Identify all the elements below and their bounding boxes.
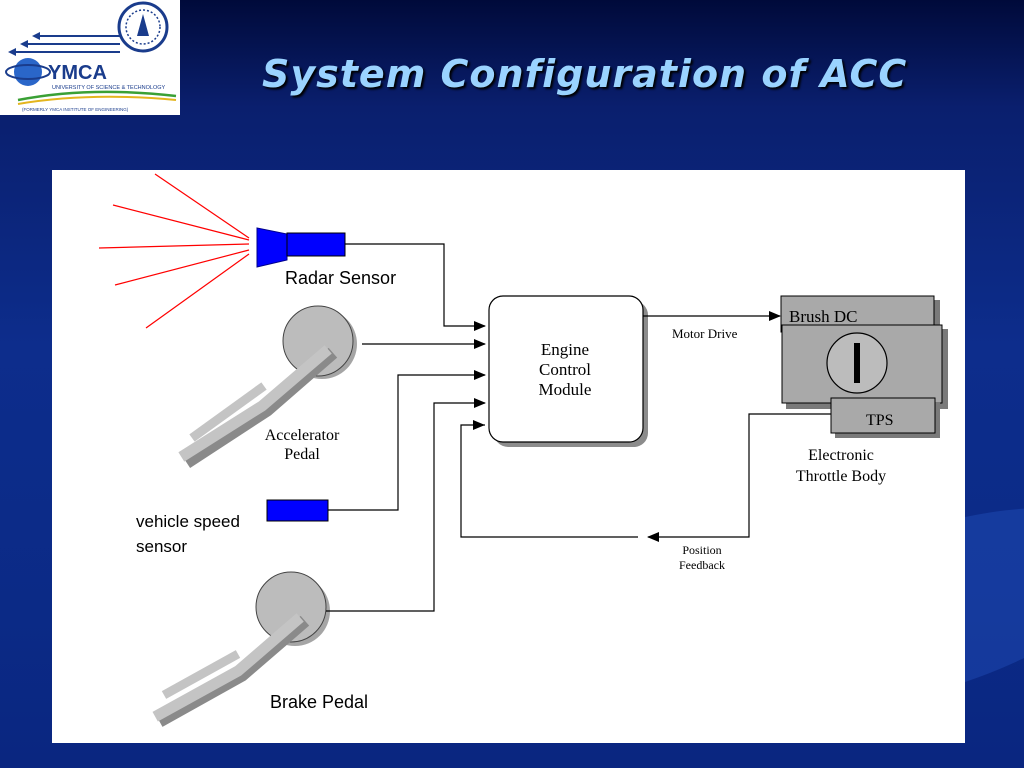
slide-title: System Configuration of ACC (262, 52, 908, 96)
brake-pedal-label: Brake Pedal (270, 692, 368, 712)
throttle-label-line1: Electronic (808, 447, 874, 464)
engine-control-module (488, 295, 648, 447)
speed-sensor-icon (266, 499, 329, 522)
diagram-panel: Radar Sensor Accelerator Pedal vehicle s… (52, 170, 965, 743)
brake-pedal-icon (152, 571, 330, 727)
feedback-arrowhead-ecm (473, 420, 485, 430)
radar-sensor-label: Radar Sensor (285, 268, 396, 288)
radar-sensor-icon (256, 227, 346, 268)
logo-name: YMCA (48, 62, 107, 84)
brush-dc-label: Brush DC (789, 307, 857, 326)
speed-sensor-label-line1: vehicle speed (136, 512, 240, 531)
logo-former: (FORMERLY YMCA INSTITUTE OF ENGINEERING) (22, 107, 129, 112)
feedback-label-line1: Position (682, 543, 721, 557)
position-feedback-line (647, 413, 831, 542)
feedback-label-line2: Feedback (679, 558, 725, 572)
acc-diagram: Radar Sensor Accelerator Pedal vehicle s… (98, 173, 948, 727)
tps-label: TPS (866, 412, 894, 429)
accelerator-label-line2: Pedal (284, 446, 320, 463)
throttle-body-icon (780, 295, 948, 438)
motor-drive-label: Motor Drive (672, 326, 738, 341)
speed-sensor-label-line2: sensor (136, 537, 187, 556)
logo-subtitle: UNIVERSITY OF SCIENCE & TECHNOLOGY (52, 85, 166, 91)
accelerator-label-line1: Accelerator (265, 427, 340, 444)
university-logo: YMCA UNIVERSITY OF SCIENCE & TECHNOLOGY … (0, 0, 180, 115)
throttle-label-line2: Throttle Body (796, 468, 886, 485)
radar-waves (98, 173, 250, 329)
accelerator-pedal-icon (178, 305, 357, 468)
ecm-label-line2: Control (539, 360, 591, 379)
ecm-label-line1: Engine (541, 340, 589, 359)
ecm-label-line3: Module (539, 380, 592, 399)
